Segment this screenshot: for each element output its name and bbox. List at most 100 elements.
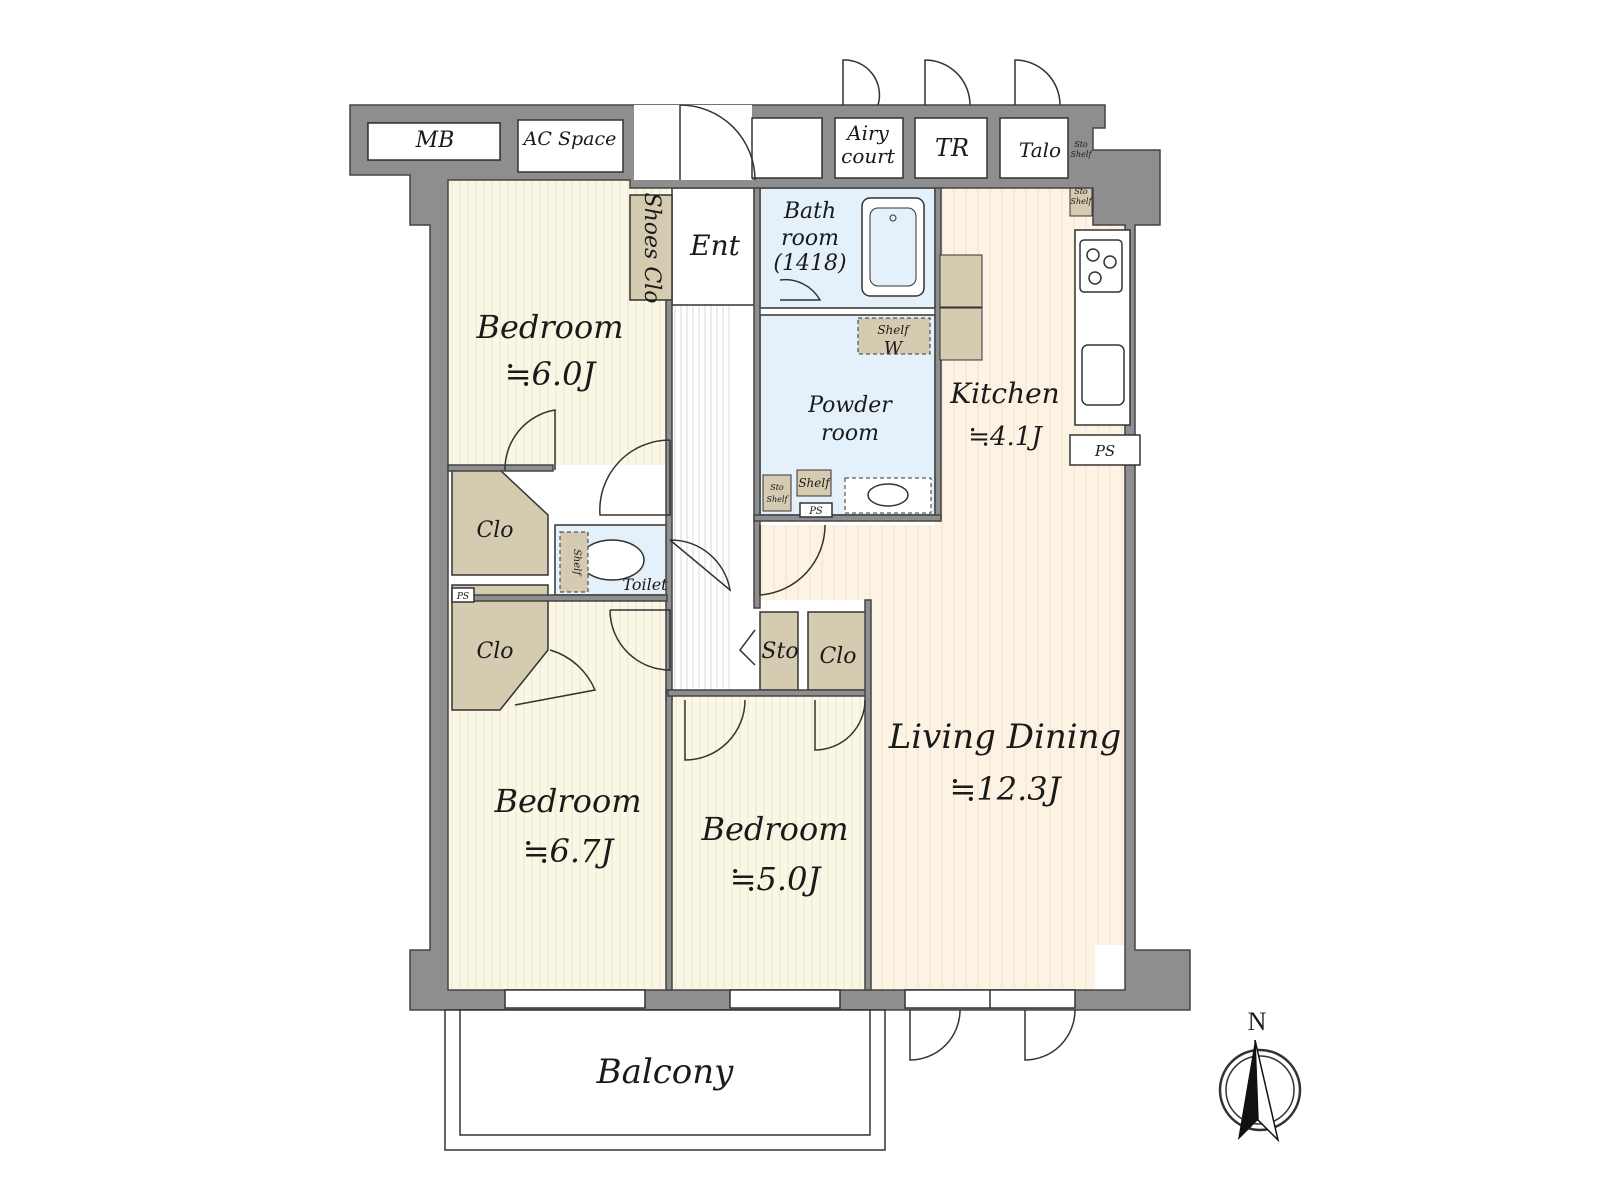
label-bath-2: room [781, 226, 839, 251]
label-sto: Sto [761, 639, 798, 664]
label-talo: Talo [1019, 138, 1061, 162]
label-bedroom-2: Bedroom [493, 782, 641, 820]
talo-box [999, 117, 1069, 179]
door-closet-3 [814, 699, 866, 751]
label-ent: Ent [689, 229, 740, 262]
label-powder-shelf: Shelf [877, 323, 911, 337]
stove-burner-1 [1086, 248, 1100, 262]
door-tr [924, 59, 971, 106]
bathtub-drain [889, 214, 897, 222]
label-sto-shelf-top-2: Shelf [1071, 150, 1094, 159]
label-kitchen-area: ≒4.1J [968, 422, 1043, 452]
label-shelf-small: Shelf [798, 476, 832, 490]
label-bedroom-3-area: ≒5.0J [730, 860, 823, 898]
label-powder-w: W [884, 338, 904, 359]
label-bath-3: (1418) [773, 251, 846, 276]
wall-toilet-bottom [451, 594, 668, 602]
label-airy-court-1: Airy [845, 121, 889, 145]
label-bedroom-1: Bedroom [475, 308, 623, 346]
door-powder [759, 524, 826, 596]
label-balcony: Balcony [596, 1052, 735, 1092]
stove-burner-3 [1088, 271, 1102, 285]
closet-2 [451, 584, 549, 711]
label-toilet-shelf: Shelf [571, 549, 582, 577]
ac-space-box [517, 119, 624, 173]
label-living: Living Dining [888, 717, 1122, 757]
door-storage [739, 629, 756, 666]
stove-burner-2 [1103, 255, 1117, 269]
wall-bed3-top [667, 689, 869, 697]
label-bedroom-2-area: ≒6.7J [523, 832, 616, 870]
wall-bed1-bottom [447, 464, 554, 472]
label-toilet: Toilet [622, 575, 668, 594]
label-ac-space: AC Space [522, 128, 617, 150]
door-living-1 [909, 1009, 961, 1061]
door-hall-bedroom-1 [599, 439, 671, 516]
label-ps-left: PS [456, 592, 469, 602]
door-airy-court [842, 59, 881, 106]
label-bedroom-1-area: ≒6.0J [505, 355, 598, 393]
entry-gap [634, 105, 752, 180]
door-entrance [679, 104, 756, 181]
label-shoes-clo: Shoes Clo [639, 193, 664, 304]
kitchen-island-lower [939, 307, 983, 361]
label-sto-small-2: Shelf [767, 495, 790, 504]
powder-sink [867, 483, 909, 507]
label-living-area: ≒12.3J [950, 770, 1063, 808]
label-sto-small-1: Sto [770, 483, 784, 492]
ps-small-powder [799, 502, 833, 518]
north-compass [1218, 1039, 1302, 1143]
hallway-floor [672, 305, 734, 695]
door-hall-bedroom-2 [609, 609, 671, 671]
airy-court-box [834, 117, 904, 179]
label-north: N [1248, 1007, 1267, 1036]
label-clo-3: Clo [819, 644, 856, 669]
shoes-closet [629, 194, 673, 301]
label-kitchen: Kitchen [949, 377, 1059, 410]
label-bath-1: Bath [783, 199, 836, 224]
balcony-inner [459, 1009, 871, 1136]
bathtub-inner [869, 207, 917, 287]
wall-bed3-left [665, 689, 673, 991]
window-top [751, 117, 823, 179]
wall-powder-bottom [753, 514, 942, 522]
living-kitchen-floor [755, 188, 1135, 990]
label-mb: MB [415, 128, 455, 153]
powder-shelf-box [857, 317, 931, 355]
label-tr: TR [935, 134, 969, 162]
label-clo-1: Clo [476, 518, 513, 543]
door-bath [779, 278, 822, 301]
door-bedroom-2 [514, 649, 597, 706]
label-bedroom-3: Bedroom [700, 810, 848, 848]
label-sto-shelf-bot-2: Shelf [1071, 197, 1094, 206]
label-ps-kitchen: PS [1094, 442, 1115, 460]
storage-closet [759, 611, 799, 691]
window-bedroom-3 [729, 989, 841, 1009]
stove [1079, 239, 1123, 293]
ps-box [1069, 434, 1141, 466]
toilet-bowl [579, 539, 645, 581]
label-ps-powder: PS [808, 506, 823, 517]
label-powder-2: room [821, 421, 879, 446]
kitchen-sink [1081, 344, 1125, 406]
sto-shelf-small [762, 474, 792, 512]
bedroom-3-floor [668, 695, 868, 990]
wall-bed3-right [864, 599, 872, 991]
door-toilet [669, 539, 732, 592]
ps-small-left [451, 587, 475, 603]
door-living-2 [1024, 1009, 1076, 1061]
label-clo-2: Clo [476, 639, 513, 664]
kitchen-island-upper [939, 254, 983, 308]
door-bedroom-3 [684, 699, 746, 761]
shelf-small [796, 469, 832, 497]
label-powder-1: Powder [807, 393, 893, 418]
wall-hall-right [753, 187, 761, 609]
toilet-shelf-box [559, 531, 589, 593]
label-sto-shelf-bot-1: Sto [1074, 187, 1088, 196]
label-sto-shelf-top-1: Sto [1074, 140, 1088, 149]
door-bedroom-1 [504, 409, 556, 471]
tr-box [914, 117, 988, 179]
door-talo [1014, 59, 1061, 106]
wall-hall-left [665, 299, 673, 701]
